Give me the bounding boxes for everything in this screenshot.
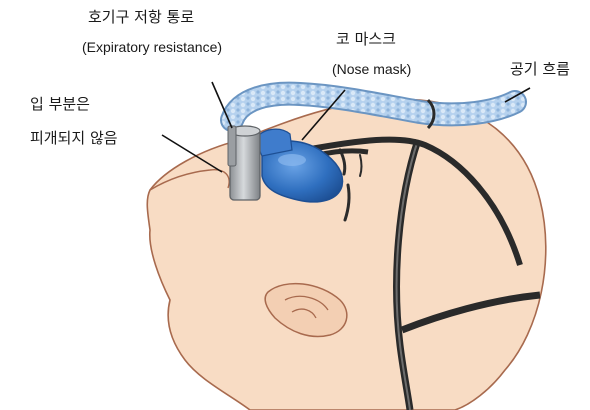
label-airflow: 공기 흐름 <box>510 62 570 77</box>
mask-highlight <box>278 154 306 166</box>
expiratory-port-cap <box>228 126 236 166</box>
label-mouth-line2: 피개되지 않음 <box>30 131 118 146</box>
label-mouth-line1: 입 부분은 <box>30 97 90 112</box>
label-expiratory-ko: 호기구 저항 통로 <box>88 10 194 25</box>
label-nose-mask-ko: 코 마스크 <box>336 32 396 47</box>
label-expiratory-en: (Expiratory resistance) <box>82 40 222 54</box>
label-nose-mask-en: (Nose mask) <box>332 62 411 76</box>
